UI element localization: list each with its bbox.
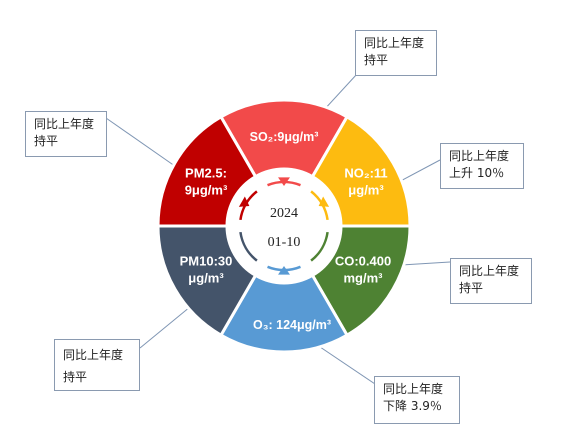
center-date-text: 01-10 bbox=[268, 235, 301, 250]
inner-compass bbox=[230, 172, 338, 280]
segment-so2 bbox=[218, 98, 350, 179]
segment-pm10 bbox=[156, 224, 258, 338]
callout-so2: 同比上年度 持平 bbox=[355, 30, 437, 76]
segment-label-no2-2: μg/m³ bbox=[348, 183, 384, 198]
callout-pm25-line1: 同比上年度 bbox=[34, 117, 95, 131]
callout-o3-line1: 同比上年度 bbox=[383, 382, 444, 396]
segment-labels: SO₂:9μg/m³ NO₂:11 μg/m³ CO:0.400 mg/m³ O₃: 12… bbox=[180, 130, 392, 332]
segment-label-no2-1: NO₂:11 bbox=[344, 166, 387, 181]
pointer-upper-right bbox=[318, 196, 330, 207]
segment-label-pm25-1: PM2.5: bbox=[185, 166, 227, 181]
segment-label-so2-1: SO₂:9μg/m³ bbox=[250, 130, 319, 144]
inner-disc bbox=[230, 172, 338, 280]
callout-co-line1: 同比上年度 bbox=[459, 264, 520, 278]
segment-label-pm10-2: μg/m³ bbox=[188, 271, 224, 286]
pointer-bottom bbox=[278, 266, 290, 275]
callout-pm10: 同比上年度 持平 bbox=[54, 339, 140, 391]
callout-no2: 同比上年度 上升 10％ bbox=[440, 143, 524, 189]
center-date: 2024 01-10 bbox=[268, 206, 301, 250]
callout-pm10-line1: 同比上年度 bbox=[63, 348, 124, 362]
segment-label-co-1: CO:0.400 bbox=[335, 254, 391, 269]
callout-no2-line2: 上升 10％ bbox=[449, 166, 505, 180]
center-year: 2024 bbox=[270, 206, 298, 221]
callout-so2-line1: 同比上年度 bbox=[364, 36, 425, 50]
callout-o3: 同比上年度 下降 3.9％ bbox=[374, 376, 460, 424]
segment-o3 bbox=[218, 273, 350, 354]
callout-pm25: 同比上年度 持平 bbox=[25, 111, 107, 157]
segment-label-co-2: mg/m³ bbox=[344, 271, 384, 286]
callout-line-pm10 bbox=[139, 301, 197, 349]
callout-pm10-line2: 持平 bbox=[63, 370, 88, 384]
callout-o3-line2: 下降 3.9％ bbox=[383, 399, 442, 413]
inner-arc-pm10 bbox=[239, 231, 258, 262]
segment-no2 bbox=[310, 114, 412, 228]
pointer-upper-left bbox=[238, 196, 250, 207]
segment-pm25 bbox=[156, 114, 258, 228]
callout-co: 同比上年度 持平 bbox=[450, 258, 532, 304]
callout-no2-line1: 同比上年度 bbox=[449, 149, 510, 163]
segment-label-pm10-1: PM10:30 bbox=[180, 254, 233, 269]
callout-pm25-line2: 持平 bbox=[34, 134, 59, 148]
callout-so2-line2: 持平 bbox=[364, 53, 389, 67]
callout-co-line2: 持平 bbox=[459, 281, 484, 295]
segment-label-pm25-2: 9μg/m³ bbox=[185, 183, 228, 198]
pollutant-ring bbox=[156, 98, 412, 354]
inner-arc-co bbox=[310, 231, 329, 262]
segment-label-o3-1: O₃: 124μg/m³ bbox=[253, 318, 331, 332]
pointer-top bbox=[278, 177, 290, 186]
segment-co bbox=[310, 224, 412, 338]
